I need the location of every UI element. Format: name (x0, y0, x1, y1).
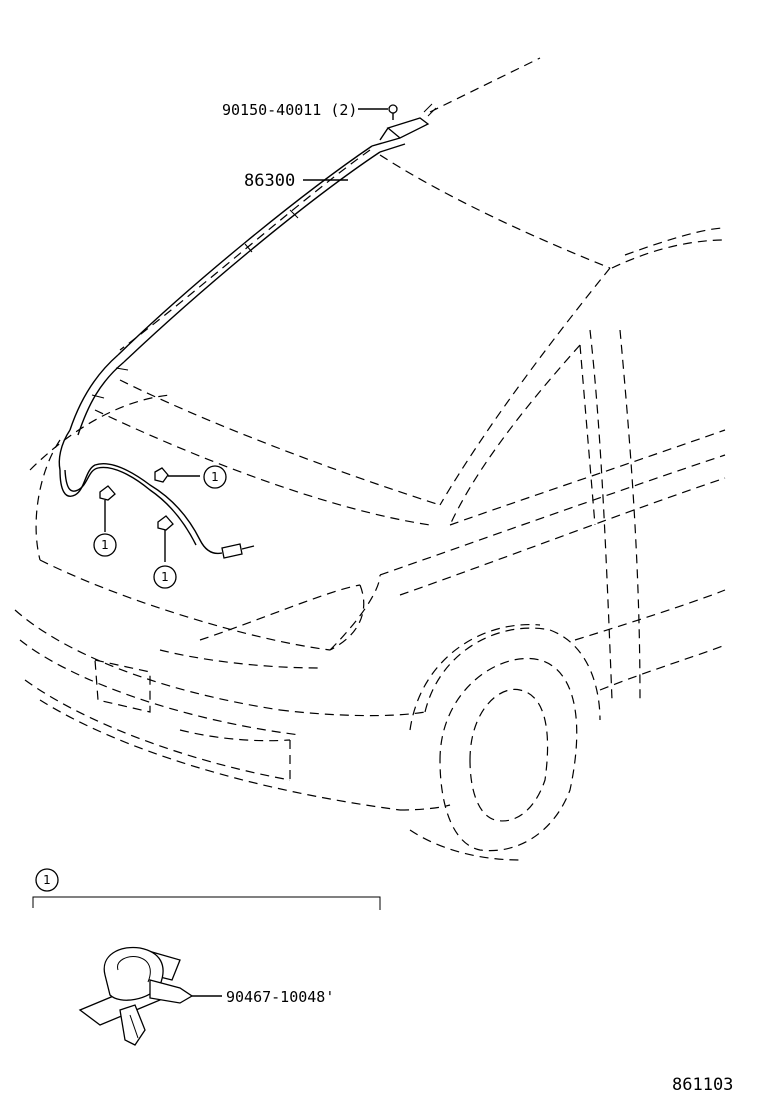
vehicle-outline (14, 57, 726, 861)
svg-text:1: 1 (161, 570, 169, 584)
clip-icon (78, 946, 194, 1046)
cable-clip-1 (154, 467, 200, 483)
callout-marker-b: 1 (93, 533, 117, 557)
svg-text:1: 1 (211, 470, 219, 484)
callout-marker-c: 1 (153, 565, 177, 589)
roof-antenna-element (58, 145, 381, 471)
svg-text:1: 1 (43, 873, 51, 887)
screw-icon (358, 104, 398, 120)
diagram-code: 861103 (672, 1075, 733, 1095)
svg-text:1: 1 (101, 538, 109, 552)
callout-marker-a: 1 (203, 465, 227, 489)
cable-clip-3 (157, 515, 174, 562)
antenna-part-number: 86300 (244, 171, 295, 191)
antenna-cable (59, 463, 255, 559)
clip-part-number: 90467-10048' (226, 988, 334, 1006)
detail-section: 1 90467-10048' (32, 868, 381, 1046)
antenna-base (371, 103, 437, 153)
cable-clip-2 (99, 485, 116, 532)
screw-part-number: 90150-40011 (2) (222, 101, 357, 119)
